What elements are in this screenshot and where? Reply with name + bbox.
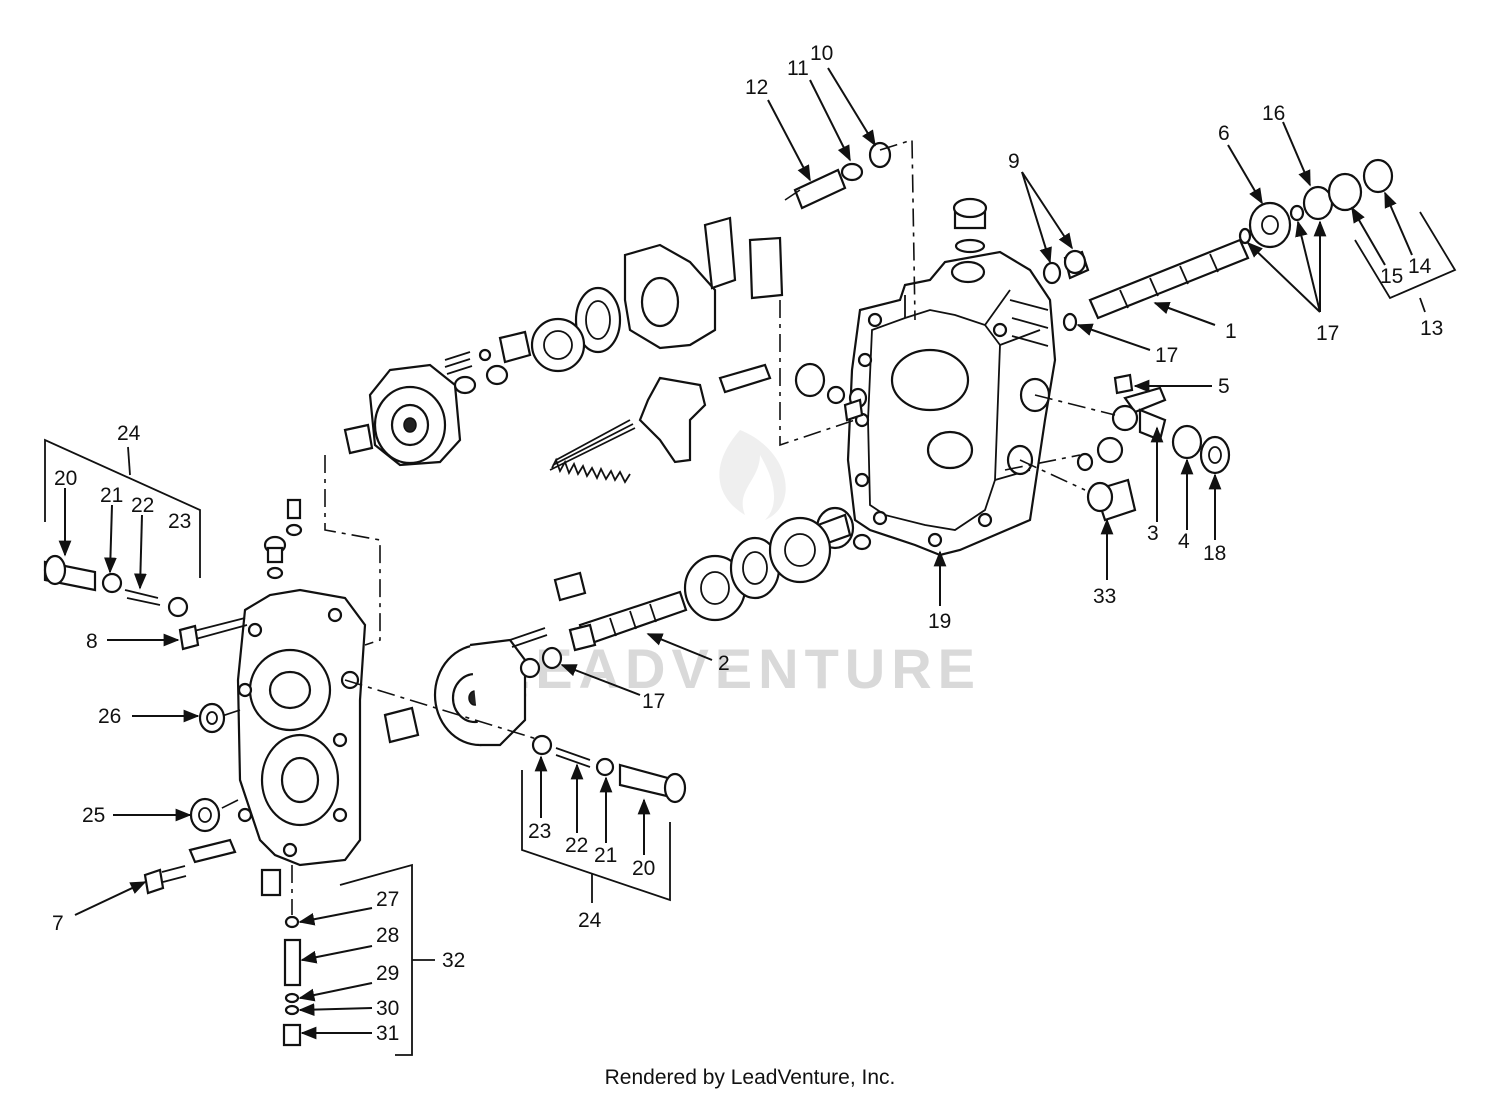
callout-15: 15 <box>1380 265 1403 288</box>
bolt-7 <box>143 865 187 895</box>
callout-1: 1 <box>1225 320 1237 343</box>
callout-20-a: 20 <box>54 467 77 490</box>
leader-lines <box>44 67 1457 1056</box>
cap-33 <box>1076 436 1137 522</box>
callout-2: 2 <box>718 652 730 675</box>
callout-17-b: 17 <box>1155 344 1178 367</box>
assembly-lines <box>217 138 1116 915</box>
swashplate-assembly <box>530 216 784 373</box>
callout-31: 31 <box>376 1022 399 1045</box>
output-shaft-1 <box>1062 238 1250 332</box>
callout-27: 27 <box>376 888 399 911</box>
seal-25 <box>189 797 221 833</box>
callout-9: 9 <box>1008 150 1020 173</box>
check-valve-left <box>43 554 189 618</box>
callout-13: 13 <box>1420 317 1443 340</box>
callout-10: 10 <box>810 42 833 65</box>
callout-33: 33 <box>1093 585 1116 608</box>
callout-21-b: 21 <box>594 844 617 867</box>
thrust-bearing-lower <box>683 516 832 622</box>
callout-28: 28 <box>376 924 399 947</box>
pistons-upper <box>444 330 532 395</box>
watermark-logo <box>719 430 786 520</box>
cylinder-block-upper <box>343 363 462 467</box>
callout-20-b: 20 <box>632 857 655 880</box>
callout-30: 30 <box>376 997 399 1020</box>
callout-22-b: 22 <box>565 834 588 857</box>
callout-29: 29 <box>376 962 399 985</box>
callout-3: 3 <box>1147 522 1159 545</box>
bolt-8 <box>178 617 248 651</box>
callout-32: 32 <box>442 949 465 972</box>
callout-5: 5 <box>1218 375 1230 398</box>
callout-25: 25 <box>82 804 105 827</box>
plug-9 <box>1042 249 1090 285</box>
seal-26 <box>198 702 226 734</box>
end-cap-plugs <box>188 498 303 897</box>
control-shaft-3 <box>1111 373 1231 475</box>
cylinder-block-lower <box>383 638 527 747</box>
callout-14: 14 <box>1408 255 1432 278</box>
charge-cartridge-12 <box>793 141 892 210</box>
callout-11: 11 <box>787 57 809 80</box>
callout-17-c: 17 <box>642 690 665 713</box>
callout-21-a: 21 <box>100 484 123 507</box>
callout-26: 26 <box>98 705 121 728</box>
callout-6: 6 <box>1218 122 1230 145</box>
callout-12: 12 <box>745 76 768 99</box>
callout-24-a: 24 <box>117 422 141 445</box>
callout-16: 16 <box>1262 102 1285 125</box>
main-housing <box>846 250 1057 557</box>
callout-19: 19 <box>928 610 951 633</box>
callout-4: 4 <box>1178 530 1190 553</box>
callout-17-a: 17 <box>1316 322 1339 345</box>
control-arm <box>549 363 772 484</box>
footer-credit: Rendered by LeadVenture, Inc. <box>604 1066 896 1089</box>
check-valve-right <box>531 734 687 804</box>
callout-23-a: 23 <box>168 510 191 533</box>
callout-8: 8 <box>86 630 98 653</box>
end-cap <box>236 588 367 867</box>
input-shaft-2 <box>553 571 688 652</box>
callout-22-a: 22 <box>131 494 154 517</box>
callout-24-b: 24 <box>578 909 602 932</box>
callout-labels: 1 2 3 4 5 6 7 8 9 10 11 12 13 14 15 16 1… <box>52 42 1443 1045</box>
callout-23-b: 23 <box>528 820 551 843</box>
callout-18: 18 <box>1203 542 1226 565</box>
pistons-lower <box>509 627 563 679</box>
bypass-valve-stack <box>282 915 302 1047</box>
watermark-text: LEADVENTURE <box>495 637 981 700</box>
seal-kit-13 <box>1238 158 1394 249</box>
callout-7: 7 <box>52 912 64 935</box>
housing-plug <box>952 197 988 254</box>
